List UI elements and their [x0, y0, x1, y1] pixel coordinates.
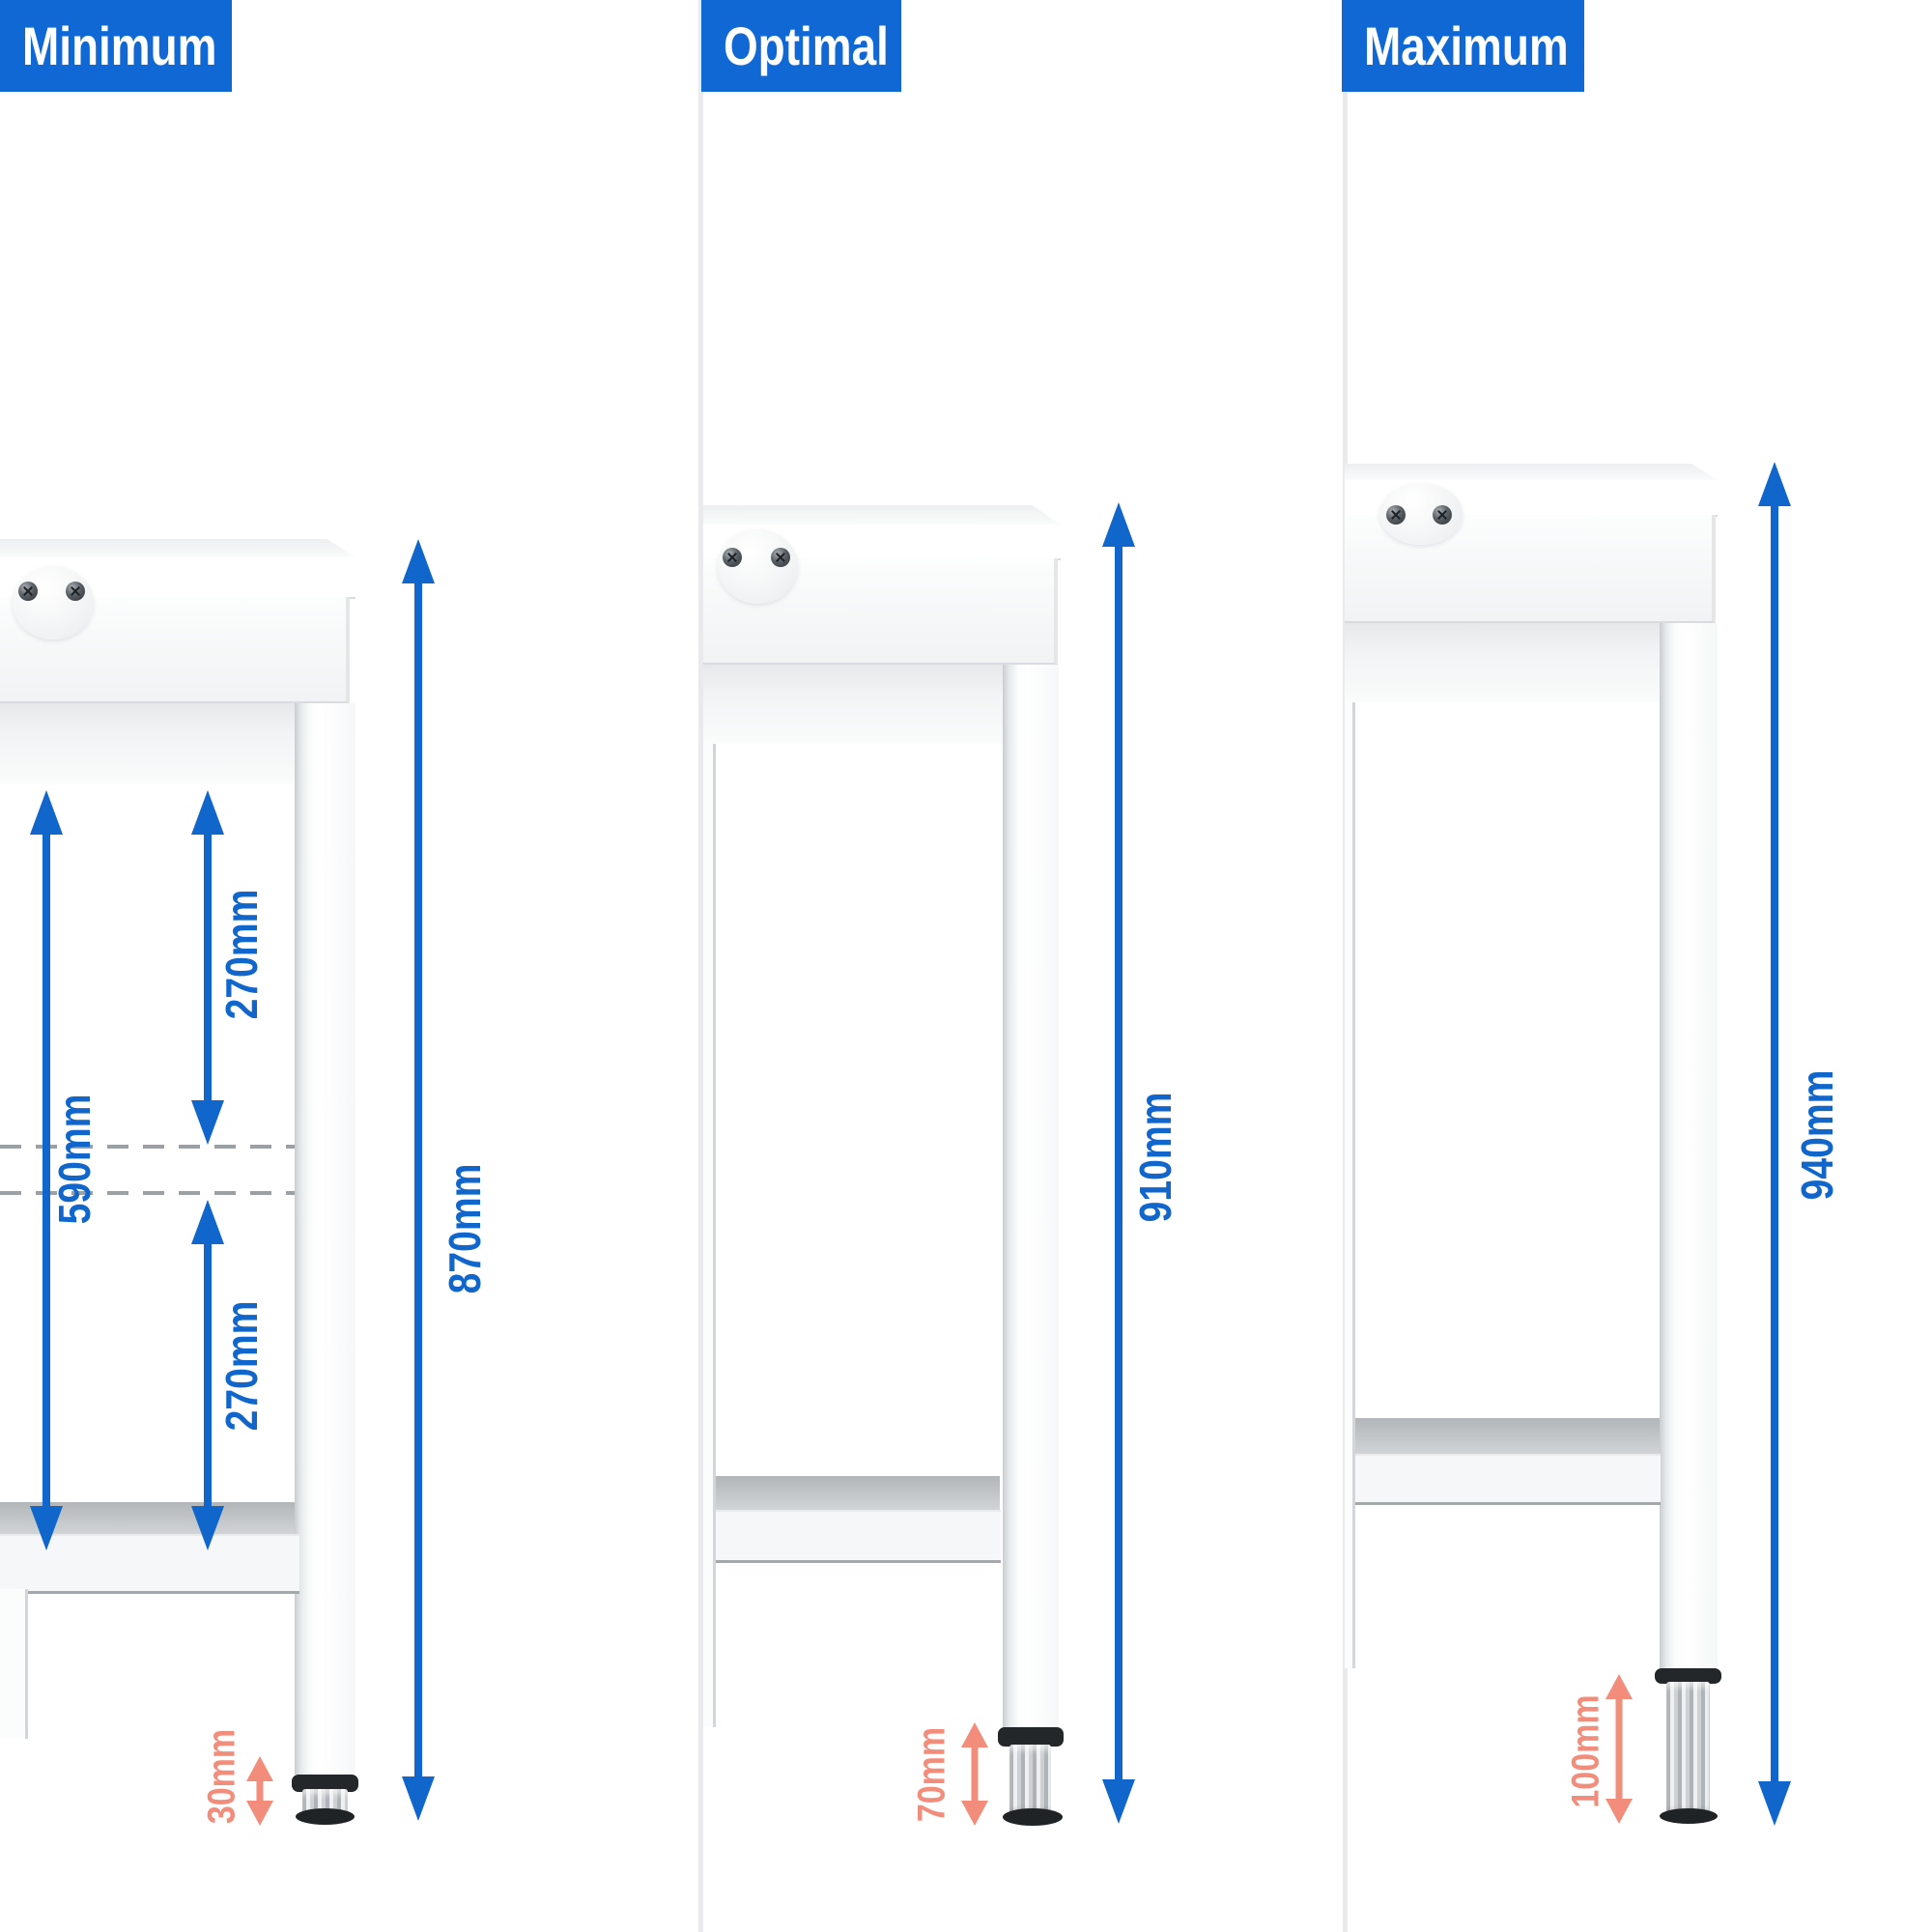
- table-underside: [1345, 623, 1660, 702]
- screw-icon: [723, 548, 742, 567]
- dimension-arrow-total-height: [1101, 502, 1136, 1824]
- table-front-leg: [1660, 623, 1718, 1668]
- table-back-leg: [1345, 702, 1355, 1668]
- table-underside: [703, 665, 1003, 744]
- screw-icon: [66, 582, 85, 601]
- table-back-leg: [0, 1589, 28, 1739]
- table-back-leg: [703, 744, 716, 1727]
- foot-adjust-label: 100mm: [1564, 1694, 1607, 1808]
- foot-collar: [998, 1727, 1064, 1747]
- table-top-surface: [1345, 464, 1718, 480]
- screw-icon: [771, 548, 790, 567]
- foot-base: [1003, 1808, 1063, 1826]
- table-underside: [0, 703, 295, 784]
- dimension-arrow-inner-top: [190, 790, 225, 1145]
- panel-title-badge: Maximum: [1342, 0, 1584, 92]
- shelf-front: [1345, 1454, 1661, 1505]
- table-top-surface: [0, 539, 355, 557]
- shelf-front: [703, 1510, 1001, 1563]
- dimension-arrow-total-height: [1757, 462, 1792, 1826]
- dashed-reference-line: [0, 1145, 295, 1149]
- screw-icon: [18, 582, 38, 601]
- foot-adjust-arrow: [960, 1722, 989, 1826]
- table-top-surface: [703, 505, 1061, 525]
- table-front-leg: [1003, 665, 1059, 1727]
- panel-title: Optimal: [723, 15, 889, 76]
- shelf-surface: [708, 1476, 1000, 1510]
- dimension-arrow-total-height: [401, 539, 436, 1821]
- dimension-arrow-inner-bottom: [190, 1200, 225, 1550]
- panel-title: Maximum: [1363, 15, 1569, 76]
- adjustable-foot: [1666, 1682, 1710, 1814]
- screw-icon: [1433, 505, 1452, 525]
- panel-divider: [698, 0, 703, 1932]
- foot-adjust-arrow: [1605, 1674, 1634, 1824]
- table-front-leg: [295, 703, 355, 1775]
- foot-base: [296, 1808, 355, 1825]
- foot-collar: [292, 1775, 358, 1792]
- screw-icon: [1386, 505, 1406, 525]
- foot-collar: [1655, 1668, 1721, 1684]
- shelf-surface: [1346, 1418, 1660, 1454]
- mounting-bracket: [13, 566, 94, 639]
- dimension-arrow-inner-span: [29, 790, 64, 1550]
- panel-title: Minimum: [21, 15, 217, 76]
- total-height-dimension-label: 940mm: [1792, 1069, 1842, 1201]
- panel-title-badge: Minimum: [0, 0, 232, 92]
- adjustable-foot: [1009, 1745, 1051, 1814]
- foot-base: [1660, 1808, 1718, 1824]
- panel-title-badge: Optimal: [701, 0, 901, 92]
- foot-adjust-arrow: [245, 1756, 274, 1826]
- dashed-reference-line: [0, 1191, 295, 1195]
